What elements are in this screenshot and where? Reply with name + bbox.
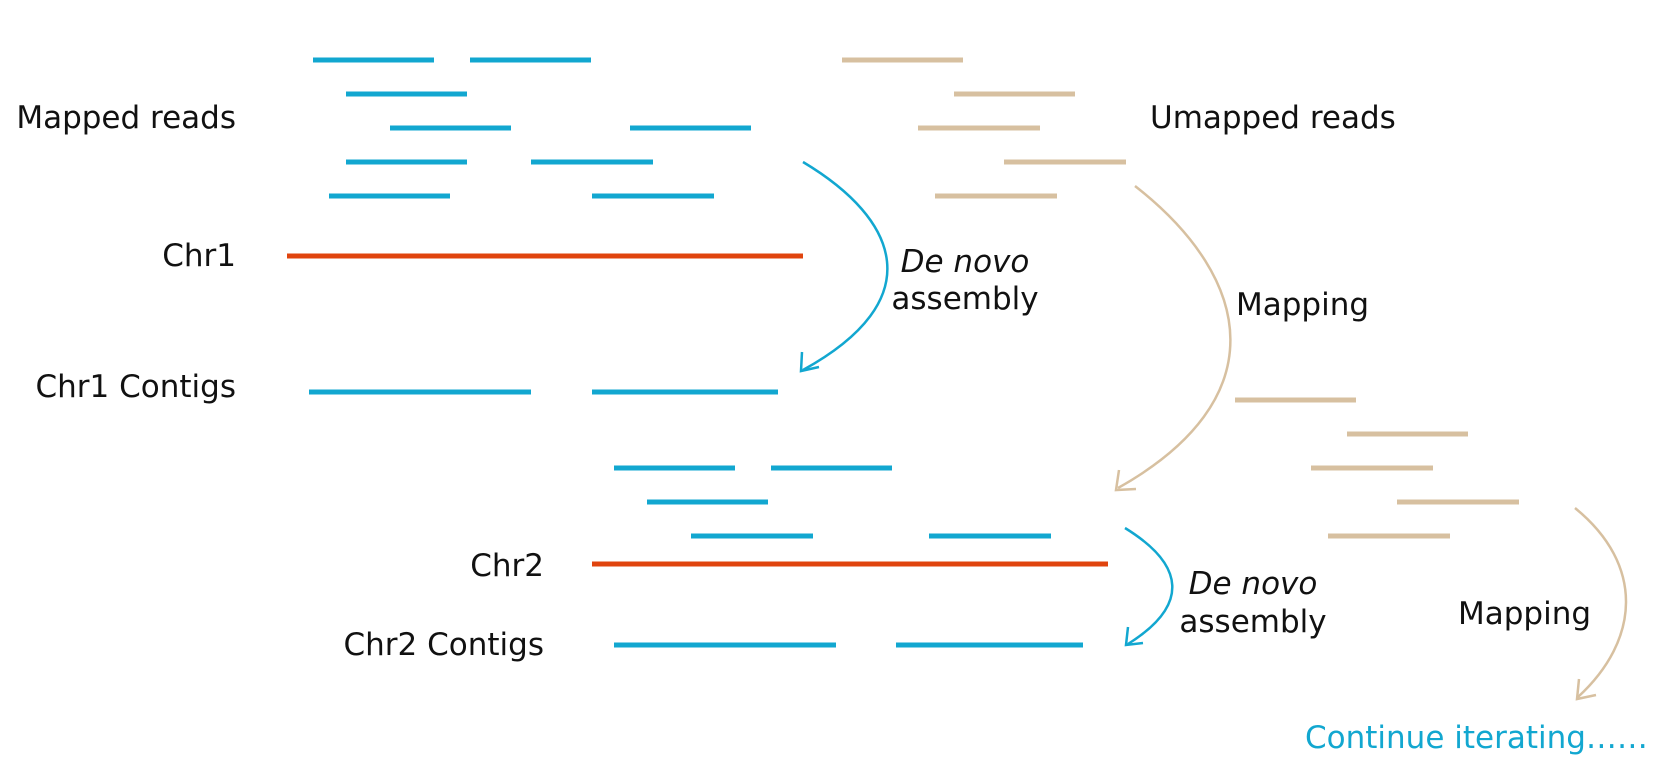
- mapping-arrow-1-head: [1114, 469, 1137, 492]
- denovo-arrow-2-head: [1124, 626, 1144, 647]
- assembly-label-1: assembly: [891, 281, 1038, 317]
- denovo-label-2: De novo: [1189, 566, 1318, 602]
- denovo-arrow-2: [1124, 526, 1174, 646]
- mapping-label-2: Mapping: [1458, 596, 1591, 632]
- mapped-reads-group: [313, 57, 751, 199]
- chr2-contigs-label: Chr2 Contigs: [344, 627, 544, 663]
- unmapped-reads-group: [842, 57, 1126, 199]
- denovo-arrow-1: [802, 160, 889, 372]
- chr1-contigs-label: Chr1 Contigs: [36, 369, 236, 405]
- mapping-arrow-2: [1574, 507, 1628, 698]
- denovo-label-1: De novo: [901, 244, 1030, 280]
- mapping-arrow-2-head: [1575, 678, 1597, 701]
- mapping-label-1: Mapping: [1236, 287, 1369, 323]
- chr2-label: Chr2: [470, 548, 544, 584]
- assembly-label-2: assembly: [1179, 604, 1326, 640]
- unmapped-reads-label: Umapped reads: [1150, 100, 1396, 136]
- chr2-mapped-reads-group: [614, 465, 1051, 539]
- continue-iterating-label: Continue iterating……: [1305, 720, 1648, 756]
- denovo-arrow-1-head: [799, 351, 820, 373]
- mapping-arrow-1: [1117, 185, 1232, 490]
- unmapped-reads-round2-group: [1235, 397, 1519, 539]
- chr1-label: Chr1: [162, 238, 236, 274]
- mapped-reads-label: Mapped reads: [16, 100, 236, 136]
